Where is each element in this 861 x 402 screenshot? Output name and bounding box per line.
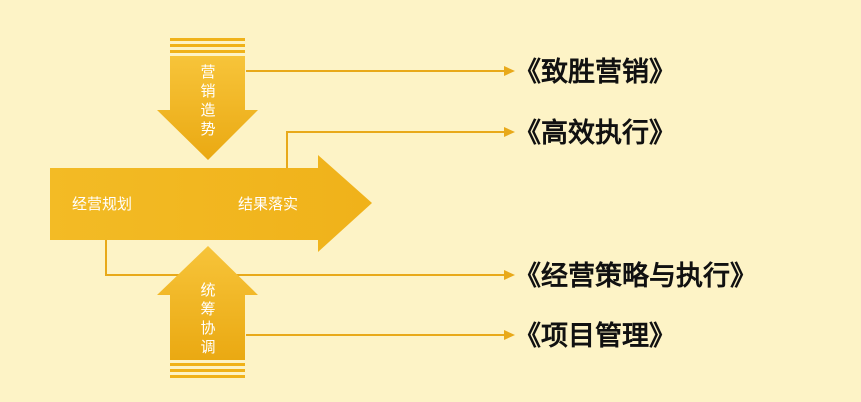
main-arrow	[50, 155, 372, 252]
connector-lines	[105, 70, 505, 336]
book-title-business-strategy: 《经营策略与执行》	[514, 260, 757, 292]
label-marketing-momentum: 营 销 造 势	[200, 63, 215, 138]
bottom-stripes	[170, 363, 245, 378]
bottom-up-arrow	[157, 246, 258, 360]
label-overall-coordination: 统 筹 协 调	[200, 281, 215, 356]
svg-text:筹: 筹	[200, 300, 215, 318]
top-stripes	[170, 38, 245, 53]
svg-text:统: 统	[200, 281, 215, 299]
connector-arrowheads	[504, 66, 515, 340]
top-down-arrow	[157, 56, 258, 160]
svg-text:营: 营	[200, 63, 215, 81]
svg-text:势: 势	[200, 120, 215, 138]
svg-text:销: 销	[200, 82, 215, 100]
book-title-efficient-execution: 《高效执行》	[514, 117, 676, 149]
connector-strategy	[105, 240, 505, 276]
svg-text:调: 调	[200, 338, 215, 356]
book-title-project-management: 《项目管理》	[514, 321, 676, 352]
label-business-planning: 经营规划	[72, 195, 132, 213]
svg-text:协: 协	[200, 319, 215, 337]
book-title-winning-marketing: 《致胜营销》	[514, 56, 676, 88]
svg-text:造: 造	[200, 101, 215, 119]
label-result-implementation: 结果落实	[238, 195, 298, 213]
connector-execution	[286, 131, 505, 168]
